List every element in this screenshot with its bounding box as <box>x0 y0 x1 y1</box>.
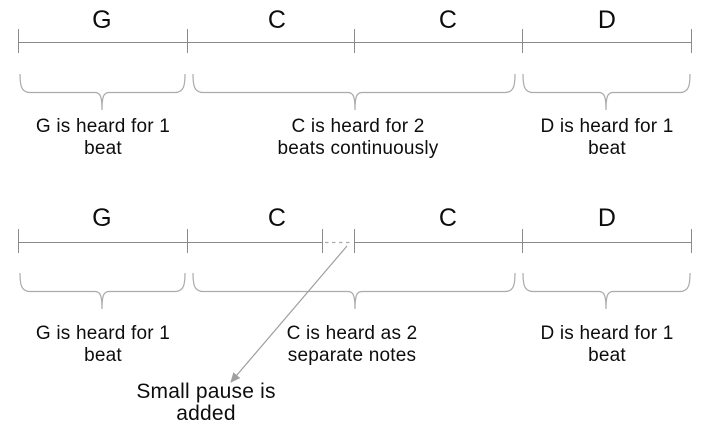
underbrace-g <box>19 272 186 310</box>
pause-annotation-line: added <box>176 402 236 425</box>
caption-line: beat <box>588 344 626 366</box>
underbrace-c <box>192 73 516 111</box>
caption-c-bottom: C is heard as 2 separate notes <box>287 323 418 366</box>
top-timeline-ruler <box>18 29 692 53</box>
caption-line: separate notes <box>287 344 417 366</box>
caption-line: C is heard as 2 <box>286 323 418 344</box>
caption-line: C is heard for 2 <box>291 116 425 137</box>
chord-label-g: G <box>92 6 112 34</box>
chord-label-c2: C <box>438 6 458 34</box>
caption-d-bottom: D is heard for 1 beat <box>540 323 673 366</box>
bottom-timeline-ruler <box>18 229 692 253</box>
chord-label-d: D <box>597 204 617 232</box>
underbrace-c <box>192 272 516 310</box>
caption-d-top: D is heard for 1 beat <box>540 116 673 159</box>
pause-callout-arrow <box>230 245 348 383</box>
underbrace-g <box>19 73 186 111</box>
caption-line: D is heard for 1 <box>540 323 674 344</box>
underbrace-d <box>522 73 691 111</box>
bottom-underbraces <box>19 272 691 310</box>
caption-line: beat <box>588 137 626 159</box>
underbrace-d <box>522 272 691 310</box>
caption-line: G is heard for 1 <box>35 323 171 344</box>
top-underbraces <box>19 73 691 111</box>
caption-line: beat <box>84 137 122 159</box>
caption-line: D is heard for 1 <box>540 116 674 137</box>
caption-line: G is heard for 1 <box>35 116 171 137</box>
caption-c-top: C is heard for 2 beats continuously <box>278 116 439 159</box>
pause-annotation-line: Small pause is <box>136 380 276 403</box>
chord-label-c1: C <box>267 6 287 34</box>
chord-label-c1: C <box>267 204 287 232</box>
chord-label-g: G <box>92 204 112 232</box>
caption-line: beats continuously <box>277 137 439 159</box>
caption-line: beat <box>84 344 122 366</box>
caption-g-top: G is heard for 1 beat <box>36 116 170 159</box>
chord-label-d: D <box>597 6 617 34</box>
chord-label-c2: C <box>438 204 458 232</box>
caption-g-bottom: G is heard for 1 beat <box>36 323 170 366</box>
pause-annotation: Small pause is added <box>136 381 275 425</box>
